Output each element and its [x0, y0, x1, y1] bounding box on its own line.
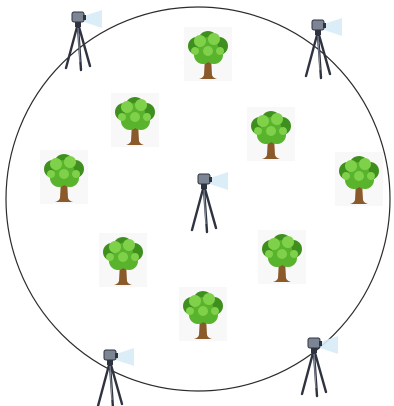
tripod-camera-icon — [197, 173, 211, 185]
camera-bottom-right — [300, 336, 338, 398]
light-beam-icon — [84, 10, 102, 28]
tree-3 — [247, 107, 295, 161]
enclosure-circle — [5, 6, 391, 392]
light-beam-icon — [324, 18, 342, 36]
light-beam-icon — [116, 348, 134, 366]
camera-center — [190, 172, 228, 234]
tree-2 — [111, 93, 159, 147]
tree-8 — [179, 287, 227, 341]
tripod-camera-icon — [71, 11, 85, 23]
light-beam-icon — [320, 336, 338, 354]
tree-5 — [335, 152, 383, 206]
tripod-camera-icon — [103, 349, 117, 361]
tree-4 — [40, 150, 88, 204]
tree-6 — [99, 233, 147, 287]
camera-bottom-left — [96, 348, 134, 406]
tripod-camera-icon — [311, 19, 325, 31]
tree-1 — [184, 27, 232, 81]
tree-7 — [258, 230, 306, 284]
light-beam-icon — [210, 172, 228, 190]
tripod-camera-icon — [307, 337, 321, 349]
camera-top-left — [64, 10, 102, 72]
camera-top-right — [304, 18, 342, 80]
